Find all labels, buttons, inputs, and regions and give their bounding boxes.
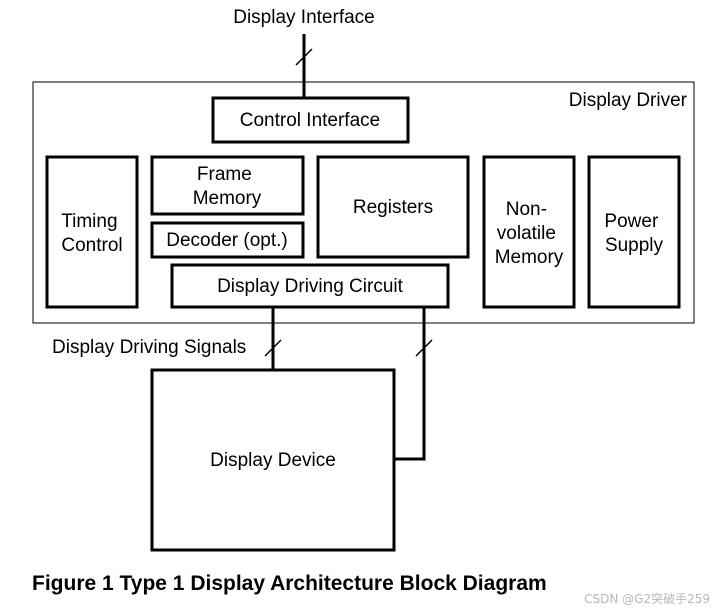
csdn-watermark: CSDN @G2突破手259 [584,591,710,606]
frame-memory-text: Frame Memory [193,164,262,209]
control-interface-box [211,96,410,144]
display-driving-circuit-box [170,263,450,309]
nonvolatile-memory-text: Non- volatile Memory [495,199,564,268]
nonvolatile-memory-box [482,155,576,309]
registers-box [316,155,470,259]
display-device-box [150,368,396,552]
power-supply-box [587,155,681,309]
display-device-text: Display Device [210,450,336,471]
figure-caption: Figure 1 Type 1 Display Architecture Blo… [32,572,547,595]
display-driver-label: Display Driver [569,90,688,111]
control-interface-text: Control Interface [240,110,380,131]
decoder-text: Decoder (opt.) [166,230,287,251]
registers-text: Registers [353,197,433,218]
decoder-box [150,221,305,259]
driving-signal-wire-right [394,307,426,461]
timing-control-text: Timing Control [61,211,123,256]
display-driving-signals-label: Display Driving Signals [52,337,246,358]
display-interface-label: Display Interface [233,7,375,28]
display-driver-container [32,81,695,324]
display-driving-circuit-text: Display Driving Circuit [217,276,404,297]
driving-signal-wire-left-tick [264,339,282,357]
frame-memory-box [150,155,305,216]
timing-control-box [45,155,139,309]
power-supply-text: Power Supply [604,211,663,256]
driving-signal-wire-right-tick [415,339,433,357]
display-interface-bus-tick [295,48,313,66]
